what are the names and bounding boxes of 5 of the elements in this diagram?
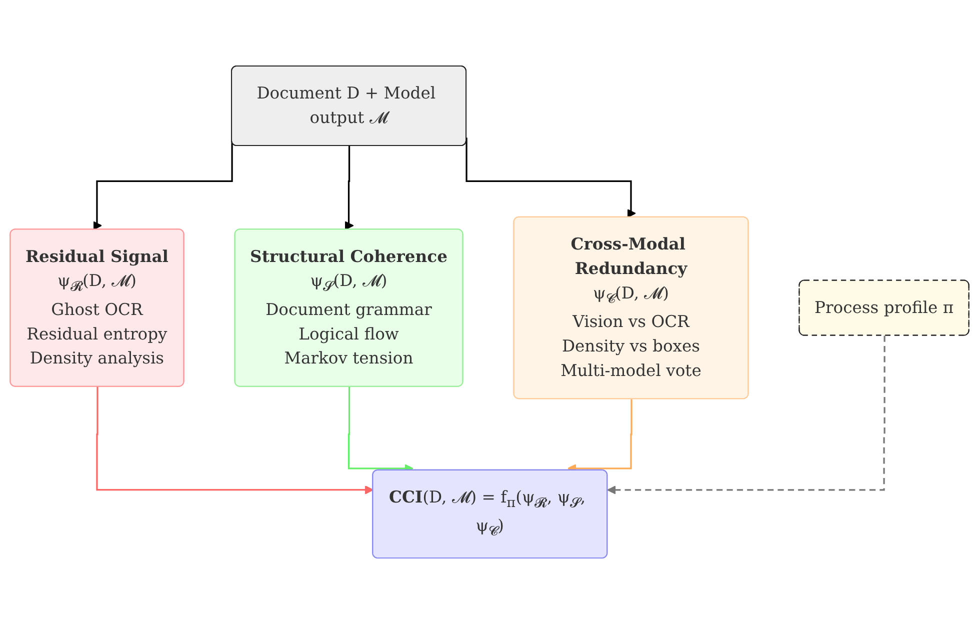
arrow [607,336,886,494]
arrow [466,138,636,218]
arrow [344,146,354,230]
arrow [96,386,374,494]
arrow [92,141,233,230]
